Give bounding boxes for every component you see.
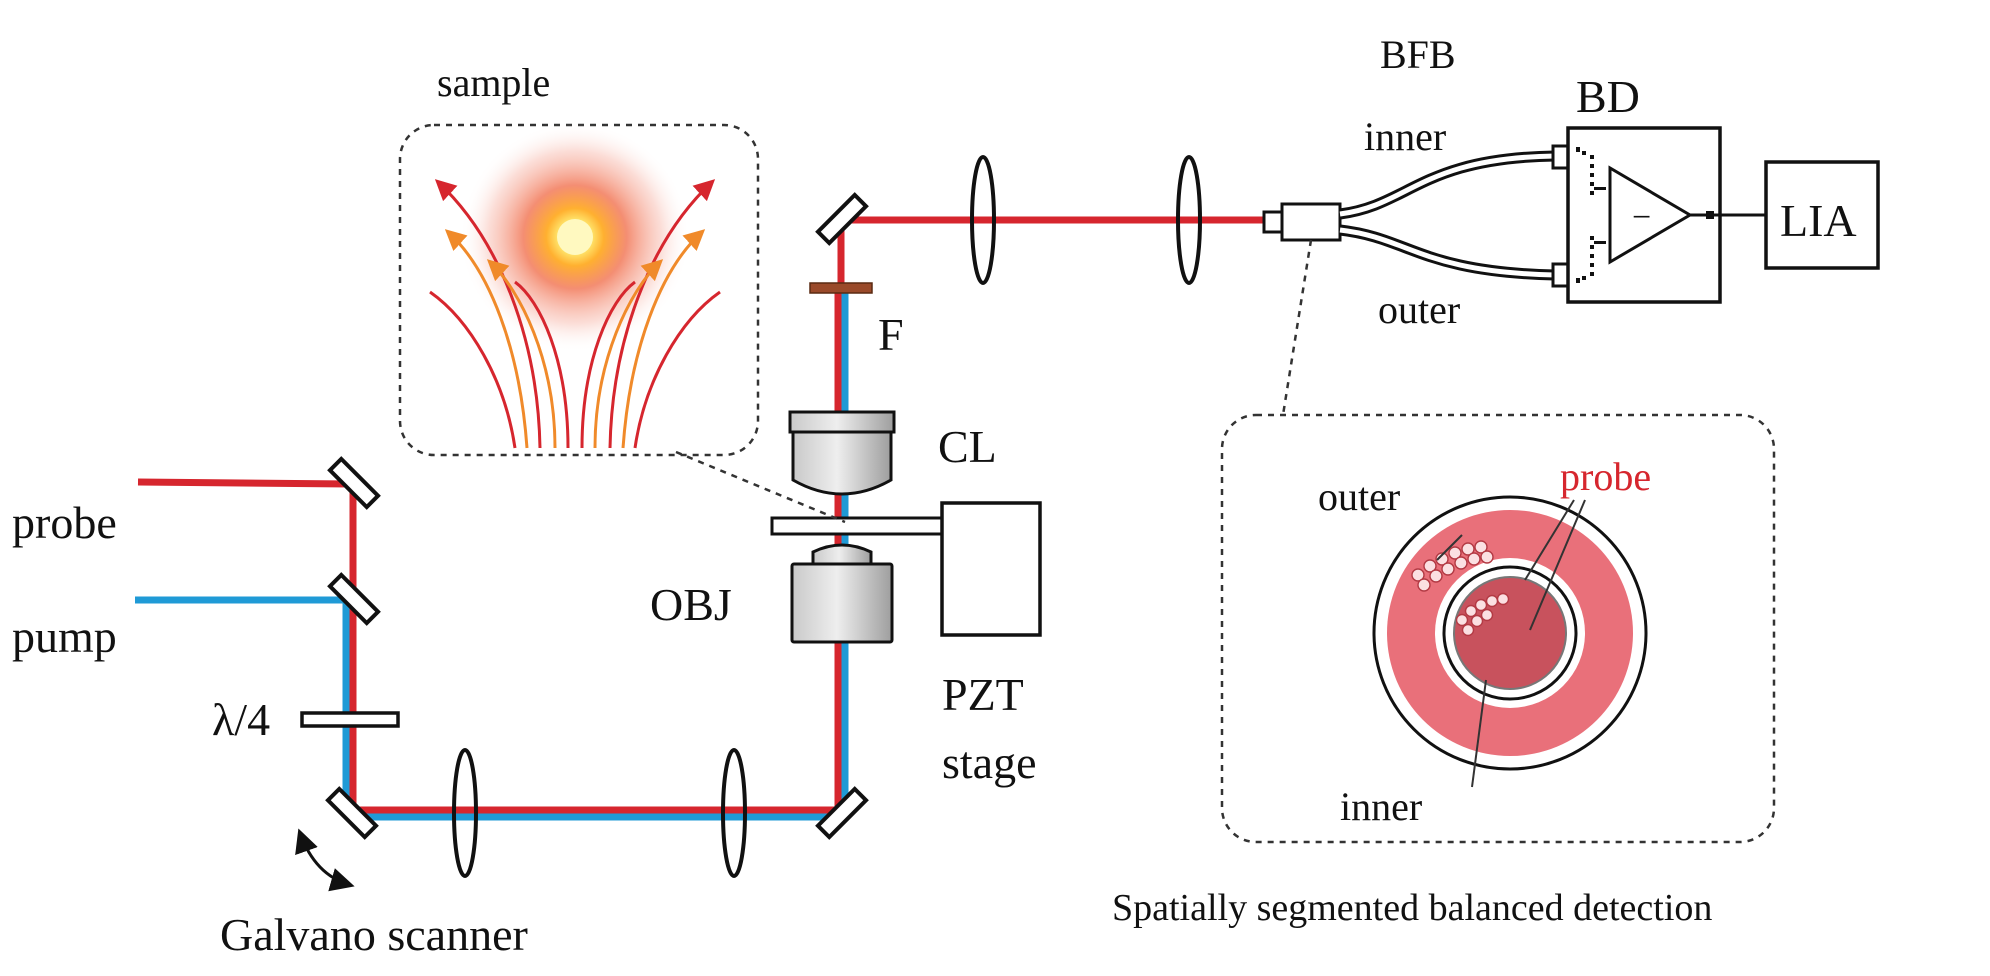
mirrors xyxy=(325,192,869,840)
label-filter: F xyxy=(878,309,904,360)
label-inset-probe: probe xyxy=(1560,454,1651,499)
label-outer-fiber: outer xyxy=(1378,287,1460,332)
mirror-icon xyxy=(815,192,869,246)
filter xyxy=(809,282,873,294)
sample-particle xyxy=(557,219,593,255)
label-inset-inner: inner xyxy=(1340,784,1422,829)
label-galvano-scanner: Galvano scanner xyxy=(220,909,528,960)
mirror-icon xyxy=(327,456,381,510)
sample-inset xyxy=(398,122,760,457)
label-pump: pump xyxy=(12,611,117,662)
pzt-stage xyxy=(940,501,1042,637)
label-probe: probe xyxy=(12,497,117,548)
mirror-icon xyxy=(327,572,381,626)
detection-inset-border xyxy=(1220,413,1776,844)
label-bfb: BFB xyxy=(1380,32,1456,77)
label-inset-outer: outer xyxy=(1318,474,1400,519)
differential-amplifier-icon xyxy=(1608,165,1693,265)
fiber-bundle xyxy=(1262,144,1573,288)
quarter-wave-plate xyxy=(300,711,400,728)
detection-leader-line xyxy=(1281,239,1313,416)
lens-icon xyxy=(970,155,996,285)
label-obj: OBJ xyxy=(650,579,732,630)
detection-inset xyxy=(1220,413,1776,844)
label-pzt: PZT xyxy=(942,669,1024,720)
condenser-lens xyxy=(788,410,896,496)
lock-in-amplifier xyxy=(1764,160,1880,270)
label-bd: BD xyxy=(1576,71,1640,122)
label-stage: stage xyxy=(942,737,1037,788)
balanced-detector xyxy=(1566,126,1766,304)
lens-icon xyxy=(1176,155,1202,285)
mirror-icon xyxy=(815,786,869,840)
label-quarter-wave: λ/4 xyxy=(212,694,270,745)
label-cl: CL xyxy=(938,421,997,472)
objective-lens-icon xyxy=(790,543,894,644)
label-amp-minus: − xyxy=(1632,199,1651,236)
lenses xyxy=(452,155,1202,878)
label-lia: LIA xyxy=(1780,195,1857,246)
lens-icon xyxy=(721,748,747,878)
label-sample: sample xyxy=(437,60,550,105)
label-caption: Spatially segmented balanced detection xyxy=(1112,887,1712,929)
curved-double-arrow-icon xyxy=(295,828,355,892)
lens-icon xyxy=(452,748,478,878)
probe-input-beam xyxy=(137,478,351,488)
label-inner-fiber: inner xyxy=(1364,114,1446,159)
mirror-icon xyxy=(325,786,379,840)
sample-slide xyxy=(770,516,954,536)
